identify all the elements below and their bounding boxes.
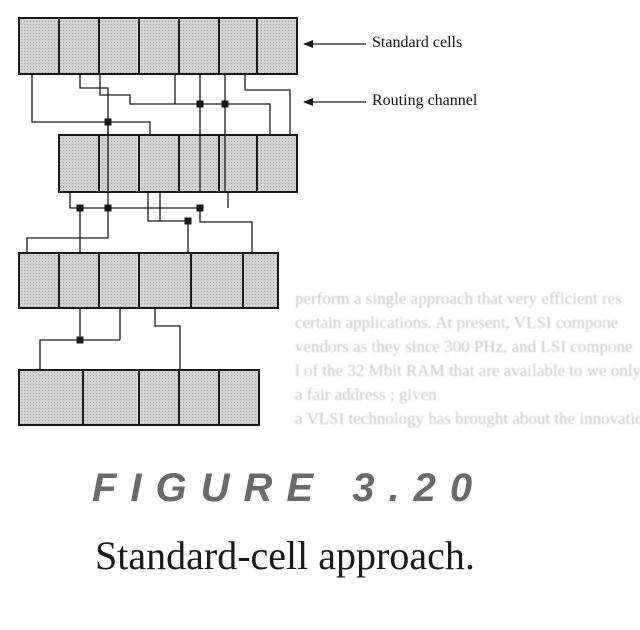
figure-caption: Standard-cell approach.: [95, 533, 475, 578]
routing-wires-channel-3: [39, 208, 181, 370]
standard-cell-diagram: [18, 17, 366, 426]
cell-row-2: [58, 134, 298, 193]
figure-number: FIGURE 3.20: [92, 466, 487, 510]
cell-row-3: [18, 252, 279, 309]
routing-wires-channel-2: [26, 122, 253, 253]
via-squares: [76, 100, 229, 344]
via: [104, 204, 112, 212]
cell-row-1: [18, 17, 298, 75]
routing-wires-channel-1: [31, 74, 291, 192]
via: [184, 217, 192, 225]
via: [196, 100, 204, 108]
cell-row-4: [18, 369, 260, 426]
cell-row-outline: [18, 252, 279, 309]
via: [104, 118, 112, 126]
via: [76, 336, 84, 344]
routing-channel-label: Routing channel: [372, 92, 478, 109]
via: [221, 100, 229, 108]
cell-row-outline: [18, 17, 298, 75]
via: [196, 204, 204, 212]
standard-cells-label: Standard cells: [372, 34, 463, 51]
via: [76, 204, 84, 212]
